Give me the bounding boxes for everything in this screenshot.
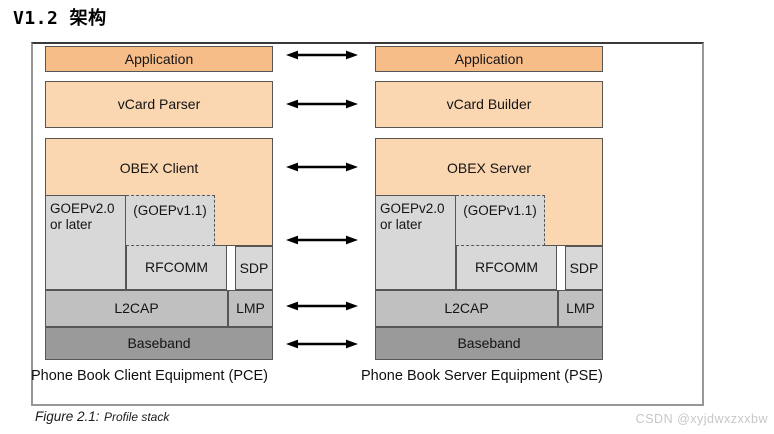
double-arrow-icon xyxy=(286,162,358,172)
pse-baseband-label: Baseband xyxy=(457,335,521,352)
pce-goepv1-label: (GOEPv1.1) xyxy=(133,203,207,218)
pse-obex-server-label: OBEX Server xyxy=(446,160,532,176)
pse-application-label: Application xyxy=(454,50,524,67)
pse-rfcomm-box: RFCOMM xyxy=(456,246,557,290)
pse-goepv2-box: GOEPv2.0 or later xyxy=(375,195,456,290)
pce-rfcomm-box: RFCOMM xyxy=(126,246,227,290)
pse-rfcomm-label: RFCOMM xyxy=(475,259,538,276)
pce-sdp-box: SDP xyxy=(235,246,273,290)
pse-stack: Application vCard Builder OBEX Server GO… xyxy=(361,42,603,387)
pce-application-box: Application xyxy=(45,46,273,72)
pse-baseband-box: Baseband xyxy=(375,327,603,360)
double-arrow-icon xyxy=(286,99,358,109)
double-arrow-icon xyxy=(286,235,358,245)
pce-goepv2-line1: GOEPv2.0 xyxy=(50,201,115,216)
pce-goepv2-line2: or later xyxy=(50,216,93,232)
pce-l2cap-label: L2CAP xyxy=(114,300,159,317)
pce-goepv1-box: (GOEPv1.1) xyxy=(126,195,215,246)
csdn-watermark: CSDN @xyjdwxzxxbw xyxy=(635,412,768,426)
pse-sdp-label: SDP xyxy=(569,259,599,276)
pse-sdp-box: SDP xyxy=(565,246,603,290)
pse-l2cap-box: L2CAP xyxy=(375,290,558,327)
pce-sdp-label: SDP xyxy=(239,259,269,276)
pse-lmp-label: LMP xyxy=(566,300,595,317)
pce-lmp-box: LMP xyxy=(228,290,273,327)
figure-caption-text: Profile stack xyxy=(104,410,170,424)
pce-goepv2-box: GOEPv2.0 or later xyxy=(45,195,126,290)
figure-caption-number: Figure 2.1: xyxy=(35,409,100,424)
pse-vcard-builder-label: vCard Builder xyxy=(446,96,532,113)
pse-goepv2-line2: or later xyxy=(380,216,423,232)
pce-lmp-label: LMP xyxy=(236,300,265,317)
pse-application-box: Application xyxy=(375,46,603,72)
pse-goepv2-line1: GOEPv2.0 xyxy=(380,201,445,216)
pce-obex-client-label: OBEX Client xyxy=(119,160,199,176)
double-arrow-icon xyxy=(286,301,358,311)
pce-stack: Application vCard Parser OBEX Client GOE… xyxy=(31,42,273,387)
pse-goepv1-box: (GOEPv1.1) xyxy=(456,195,545,246)
pse-lmp-box: LMP xyxy=(558,290,603,327)
pce-stack-label: Phone Book Client Equipment (PCE) xyxy=(31,368,268,384)
pse-stack-label: Phone Book Server Equipment (PSE) xyxy=(361,368,603,384)
double-arrow-icon xyxy=(286,50,358,60)
double-arrow-icon xyxy=(286,339,358,349)
pce-baseband-box: Baseband xyxy=(45,327,273,360)
pce-baseband-label: Baseband xyxy=(127,335,191,352)
pce-vcard-parser-box: vCard Parser xyxy=(45,81,273,128)
pce-vcard-parser-label: vCard Parser xyxy=(117,96,201,113)
pse-goepv1-label: (GOEPv1.1) xyxy=(463,203,537,218)
figure-caption: Figure 2.1: Profile stack xyxy=(35,408,169,426)
pce-l2cap-box: L2CAP xyxy=(45,290,228,327)
pse-vcard-builder-box: vCard Builder xyxy=(375,81,603,128)
pse-l2cap-label: L2CAP xyxy=(444,300,489,317)
pce-rfcomm-label: RFCOMM xyxy=(145,259,208,276)
pce-application-label: Application xyxy=(124,50,194,67)
page-title: V1.2 架构 xyxy=(13,8,107,29)
